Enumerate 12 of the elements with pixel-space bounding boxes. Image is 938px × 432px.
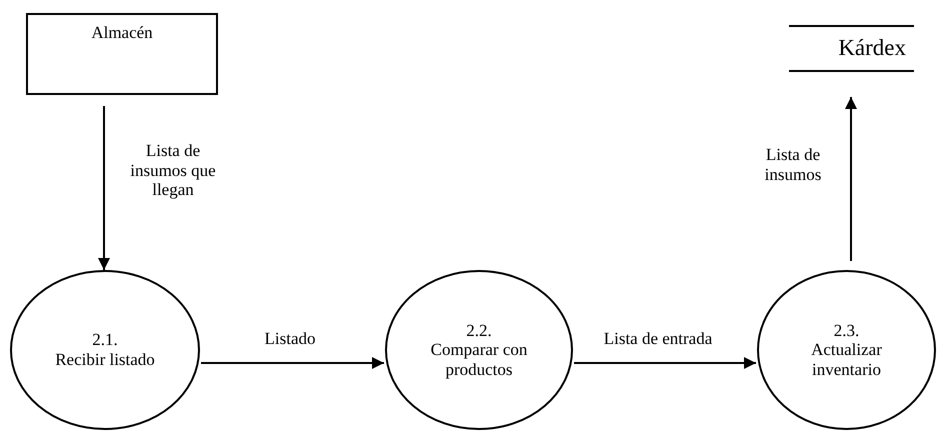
node-label: Recibir listado <box>55 350 155 370</box>
node-label: Comparar con productos <box>430 340 528 380</box>
node-label: Actualizar inventario <box>810 340 883 380</box>
node-label: Kárdex <box>838 35 907 62</box>
arrow <box>574 357 756 369</box>
node-label: Almacén <box>91 23 153 43</box>
process-number: 2.1. <box>92 330 118 350</box>
arrow <box>98 106 110 270</box>
process-number: 2.3. <box>834 320 860 340</box>
arrow <box>845 97 857 261</box>
process-number: 2.2. <box>466 320 492 340</box>
arrow <box>201 357 384 369</box>
